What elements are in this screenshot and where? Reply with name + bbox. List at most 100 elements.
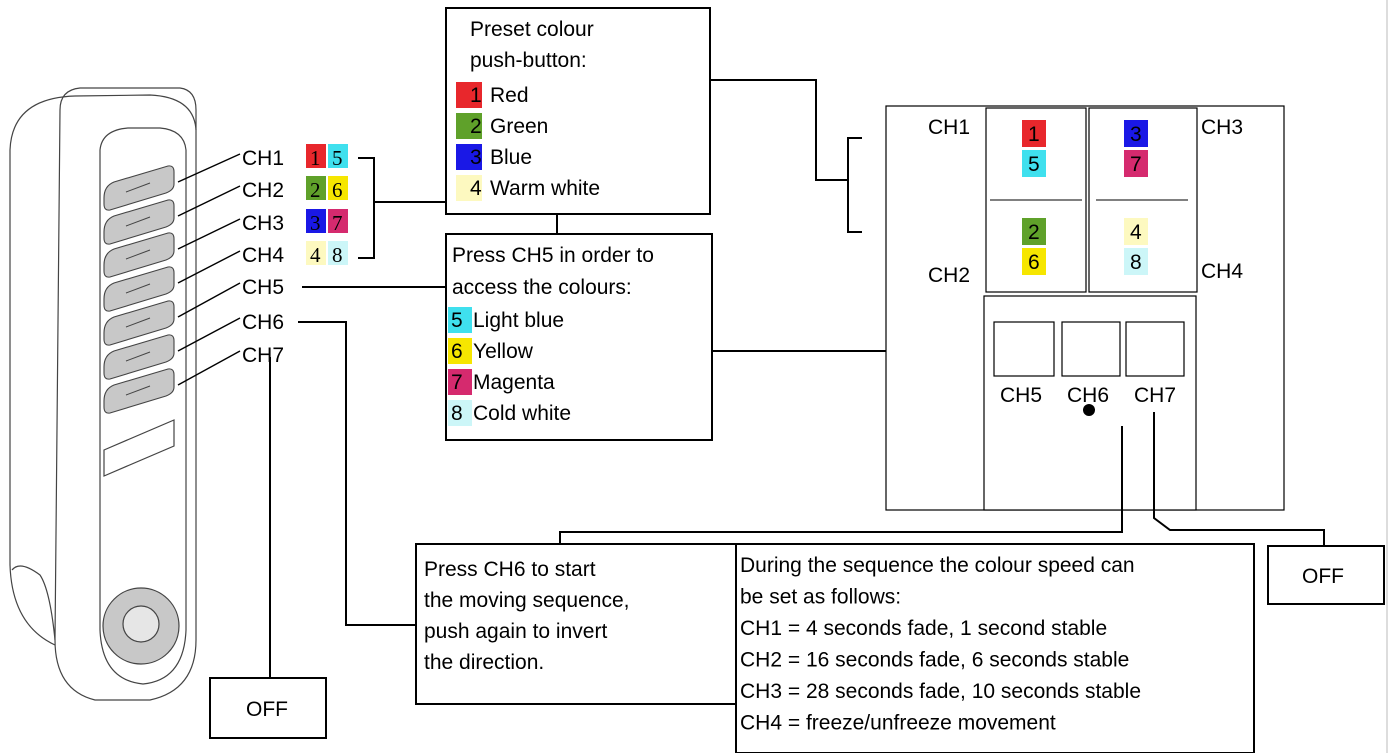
ch5-label-5: Light blue bbox=[473, 309, 564, 332]
panel-swatch-3 bbox=[1124, 120, 1148, 147]
ch6-sequence-box: Press CH6 to start the moving sequence, pu… bbox=[415, 543, 737, 705]
remote-swatch-num-8: 8 bbox=[332, 243, 343, 267]
remote-swatch-1 bbox=[306, 144, 326, 168]
preset-label-2: Green bbox=[490, 115, 548, 138]
panel-ch6-button[interactable] bbox=[1061, 321, 1121, 377]
remote-bar-button[interactable] bbox=[103, 419, 175, 477]
panel-swatch-num-8: 8 bbox=[1130, 251, 1142, 274]
ch5-label-7: Magenta bbox=[473, 371, 555, 394]
ch5-title-line1: Press CH5 in order to bbox=[452, 244, 654, 267]
ch6-to-box-line bbox=[298, 321, 416, 626]
panel-swatch-num-3: 3 bbox=[1130, 123, 1142, 146]
remote-label-ch6: CH6 bbox=[242, 311, 284, 334]
remote-button-ridge bbox=[125, 385, 151, 396]
ch5-colour-box: Press CH5 in order to access the colours… bbox=[445, 233, 713, 441]
panel-ch7-label: CH7 bbox=[1134, 384, 1176, 407]
remote-button-ch3[interactable] bbox=[103, 232, 175, 278]
panel-swatch-num-2: 2 bbox=[1028, 221, 1040, 244]
leader-line-ch5 bbox=[177, 282, 241, 318]
remote-swatch-num-4: 4 bbox=[310, 243, 321, 267]
ch5-swatch-6 bbox=[448, 338, 472, 364]
preset-to-panel-line bbox=[710, 79, 848, 181]
remote-button-ridge bbox=[125, 317, 151, 328]
leader-line-ch1 bbox=[177, 153, 241, 183]
speed-text-line-5: CH3 = 28 seconds fade, 10 seconds stable bbox=[740, 680, 1141, 703]
remote-button-ch7[interactable] bbox=[103, 368, 175, 414]
preset-swatch-1 bbox=[456, 82, 482, 108]
remote-round-button-center bbox=[122, 605, 160, 643]
remote-button-ch1[interactable] bbox=[103, 165, 175, 211]
off-box-left: OFF bbox=[209, 677, 327, 739]
preset-num-3: 3 bbox=[470, 146, 482, 169]
remote-button-ch5[interactable] bbox=[103, 300, 175, 346]
ch6-text-line-4: the direction. bbox=[424, 651, 544, 674]
speed-text-line-3: CH1 = 4 seconds fade, 1 second stable bbox=[740, 617, 1107, 640]
preset-num-4: 4 bbox=[470, 177, 482, 200]
remote-swatch-4 bbox=[306, 241, 326, 265]
remote-swatch-num-1: 1 bbox=[310, 146, 321, 170]
panel-bracket bbox=[847, 137, 862, 233]
leader-line-ch2 bbox=[177, 185, 241, 217]
panel-ch1-label: CH1 bbox=[928, 116, 970, 139]
panel-swatch-num-6: 6 bbox=[1028, 251, 1040, 274]
panel-ch2-label: CH2 bbox=[928, 264, 970, 287]
panel-ch6-to-box-line bbox=[559, 426, 1123, 544]
remote-label-ch3: CH3 bbox=[242, 212, 284, 235]
panel-swatches: 1 5 2 6 3 7 4 8 bbox=[1022, 120, 1148, 275]
preset-swatch-4 bbox=[456, 175, 482, 201]
speed-text-line-1: During the sequence the colour speed can bbox=[740, 554, 1135, 577]
ch5-num-8: 8 bbox=[451, 402, 463, 425]
panel-ch7-button[interactable] bbox=[1125, 321, 1185, 377]
panel-ch6-dot bbox=[1083, 404, 1095, 416]
panel-swatch-num-4: 4 bbox=[1130, 221, 1142, 244]
panel-swatch-2 bbox=[1022, 218, 1046, 245]
remote-swatch-7 bbox=[328, 209, 348, 233]
remote-swatch-6 bbox=[328, 176, 348, 200]
off-right-label: OFF bbox=[1302, 565, 1344, 588]
remote-leader-lines bbox=[177, 153, 241, 386]
ch5-swatch-8 bbox=[448, 400, 472, 426]
ch6-text-line-2: the moving sequence, bbox=[424, 589, 629, 612]
ch5-num-6: 6 bbox=[451, 340, 463, 363]
remote-button-ch4[interactable] bbox=[103, 266, 175, 312]
remote-button-ridge bbox=[125, 216, 151, 227]
preset-title-line1: Preset colour bbox=[470, 18, 594, 41]
panel-swatch-num-5: 5 bbox=[1028, 153, 1040, 176]
remote-label-ch5: CH5 bbox=[242, 276, 284, 299]
ch5-num-5: 5 bbox=[451, 309, 463, 332]
ch6-text-line-3: push again to invert bbox=[424, 620, 607, 643]
remote-label-ch1: CH1 bbox=[242, 147, 284, 170]
remote-swatch-num-5: 5 bbox=[332, 146, 343, 170]
remote-swatch-3 bbox=[306, 209, 326, 233]
panel-ch4-label: CH4 bbox=[1201, 260, 1243, 283]
panel-swatch-1 bbox=[1022, 120, 1046, 147]
panel-ch5-button[interactable] bbox=[993, 321, 1055, 377]
remote-button-ch6[interactable] bbox=[103, 334, 175, 380]
panel-ch3-label: CH3 bbox=[1201, 116, 1243, 139]
remote-button-ch2[interactable] bbox=[103, 199, 175, 245]
panel-swatch-6 bbox=[1022, 248, 1046, 275]
remote-swatch-5 bbox=[328, 144, 348, 168]
remote-swatch-8 bbox=[328, 241, 348, 265]
panel-swatch-8 bbox=[1124, 248, 1148, 275]
panel-ch6-label: CH6 bbox=[1067, 384, 1109, 407]
panel-swatch-num-1: 1 bbox=[1028, 123, 1040, 146]
speed-settings-box: During the sequence the colour speed can… bbox=[735, 543, 1255, 753]
panel-swatch-num-7: 7 bbox=[1130, 153, 1142, 176]
off-left-label: OFF bbox=[246, 698, 288, 721]
preset-title-line2: push-button: bbox=[470, 49, 587, 72]
ch5-swatch-5 bbox=[448, 307, 472, 333]
off-box-right: OFF bbox=[1267, 545, 1385, 605]
remote-button-ridge bbox=[125, 283, 151, 294]
remote-swatch-num-3: 3 bbox=[310, 211, 321, 235]
preset-swatch-3 bbox=[456, 144, 482, 170]
panel-swatch-5 bbox=[1022, 150, 1046, 177]
remote-label-ch7: CH7 bbox=[242, 344, 284, 367]
ch6-text-line-1: Press CH6 to start bbox=[424, 558, 596, 581]
speed-text-line-6: CH4 = freeze/unfreeze movement bbox=[740, 712, 1056, 735]
